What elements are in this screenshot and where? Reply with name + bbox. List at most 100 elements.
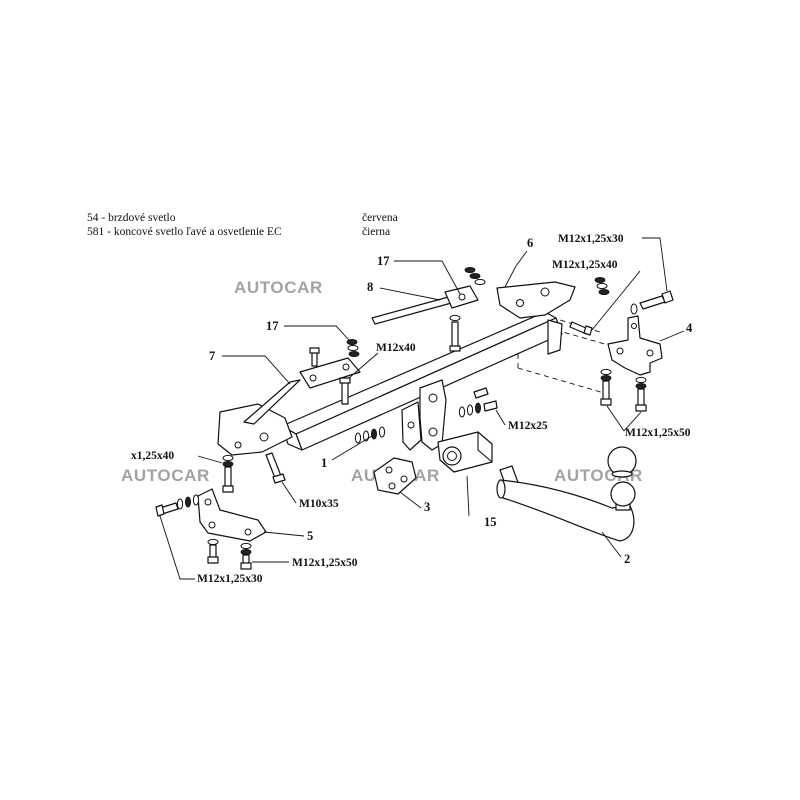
beam-right-drop-plate — [547, 319, 563, 355]
leader-part-1 — [331, 435, 373, 461]
nut — [474, 402, 481, 414]
part-label-5: 5 — [307, 529, 313, 543]
part-label-1: 1 — [321, 456, 327, 470]
part-label-3: 3 — [424, 500, 430, 514]
nut — [184, 496, 191, 508]
nut — [346, 338, 358, 345]
legend: 54 - brzdové svetlo červena 581 - koncov… — [87, 212, 398, 238]
bolt-head — [155, 504, 165, 517]
bracket-part-4 — [600, 315, 663, 412]
legend-item-tail-light: 581 - koncové svetlo ľavé a osvetlenie E… — [87, 226, 282, 238]
nut — [240, 549, 252, 556]
mounting-hole — [646, 349, 654, 357]
part-label-17-top: 17 — [377, 254, 390, 268]
mounting-hole — [385, 466, 393, 474]
leader-part-5 — [263, 531, 305, 537]
plate-part-17-top — [444, 266, 486, 352]
tow-hook-part-2 — [496, 446, 637, 542]
part-label-7: 7 — [209, 349, 215, 363]
top-right-hardware — [569, 276, 674, 336]
bolt-head — [600, 398, 612, 406]
nut — [469, 272, 481, 279]
mounting-hole — [244, 528, 252, 536]
bracket-plate — [197, 488, 267, 542]
legend-color-brake-light: červena — [362, 212, 398, 224]
watermark-autocar: AUTOCAR — [121, 466, 210, 485]
leader-m12x1-25x30-bottom — [159, 515, 195, 580]
bolt-label-x1-25x40: x1,25x40 — [131, 450, 174, 462]
hook-arm — [499, 479, 635, 542]
socket-edge — [477, 432, 493, 463]
mounting-hole — [428, 393, 438, 403]
washer — [466, 404, 474, 416]
nut — [222, 460, 234, 467]
tow-ball — [610, 481, 636, 507]
washer — [207, 538, 219, 546]
mounting-hole — [204, 498, 212, 506]
bolt-label-m12x25: M12x25 — [508, 420, 548, 432]
mounting-hole — [309, 374, 317, 382]
bolt-shank — [311, 351, 318, 367]
bolt-label-m12x1-25x30-top: M12x1,25x30 — [558, 233, 624, 245]
bolt-head — [449, 345, 461, 352]
washer — [192, 494, 200, 506]
mounting-hole — [516, 299, 524, 307]
legend-color-tail-light: čierna — [362, 226, 390, 238]
socket-contacts — [447, 451, 457, 461]
bracket-part-5 — [155, 488, 267, 570]
washer — [449, 314, 461, 322]
leader-x1-25x40 — [197, 455, 223, 464]
washer — [600, 368, 612, 376]
left-bracket-part-7 — [217, 379, 301, 456]
bracket-plate — [496, 281, 576, 319]
bolt-shank-m12x40 — [341, 381, 349, 405]
washer — [596, 282, 608, 290]
leader-m10x35 — [281, 481, 297, 504]
mounting-hole — [208, 521, 216, 529]
part-label-15: 15 — [484, 515, 497, 529]
bolt-label-m12x40: M12x40 — [376, 342, 416, 354]
bolt-head — [339, 377, 351, 384]
ball-mount-bracket — [401, 379, 447, 451]
part-label-6: 6 — [527, 236, 533, 250]
leader-part-17-top — [394, 260, 461, 295]
bolt-label-m10x35: M10x35 — [299, 498, 339, 510]
mounting-hole — [631, 323, 637, 329]
strap-bar — [371, 295, 456, 325]
socket-plate-part-3 — [373, 457, 417, 495]
strap-part-8 — [371, 295, 456, 325]
washer — [222, 454, 234, 462]
bolt-head — [661, 290, 674, 304]
leader-m12x1-25x50-right — [623, 411, 642, 432]
plate-part-17-mid — [299, 338, 361, 389]
part-label-17-mid: 17 — [266, 319, 279, 333]
washer — [458, 406, 466, 418]
nut — [600, 374, 612, 381]
washer — [630, 303, 638, 315]
leader-part-8 — [379, 287, 441, 301]
mounting-hole — [400, 475, 408, 483]
bolt-shank — [569, 321, 587, 334]
leader-part-4 — [659, 330, 685, 342]
mounting-hole — [407, 421, 415, 429]
plate — [373, 457, 417, 495]
part-number-labels: 6 17 8 17 4 7 1 3 15 5 2 — [209, 236, 693, 566]
bolt-shank — [639, 295, 666, 310]
part-label-4: 4 — [686, 321, 693, 335]
leader-m12x40 — [348, 352, 379, 379]
nut — [348, 350, 360, 357]
bolt-head — [207, 556, 219, 564]
mount-plate — [419, 379, 447, 451]
bolt-head — [583, 325, 593, 336]
electrical-socket-part-15 — [437, 431, 521, 493]
bolt-shank-m10x35 — [265, 452, 282, 479]
bolt-shank — [473, 387, 489, 399]
mounting-hole — [388, 482, 396, 490]
washer — [240, 542, 252, 550]
mounting-hole — [259, 432, 269, 442]
mounting-hole — [342, 363, 350, 371]
bolt-head — [272, 473, 286, 484]
bolt-head — [635, 404, 647, 412]
leader-part-17-mid — [284, 325, 350, 341]
